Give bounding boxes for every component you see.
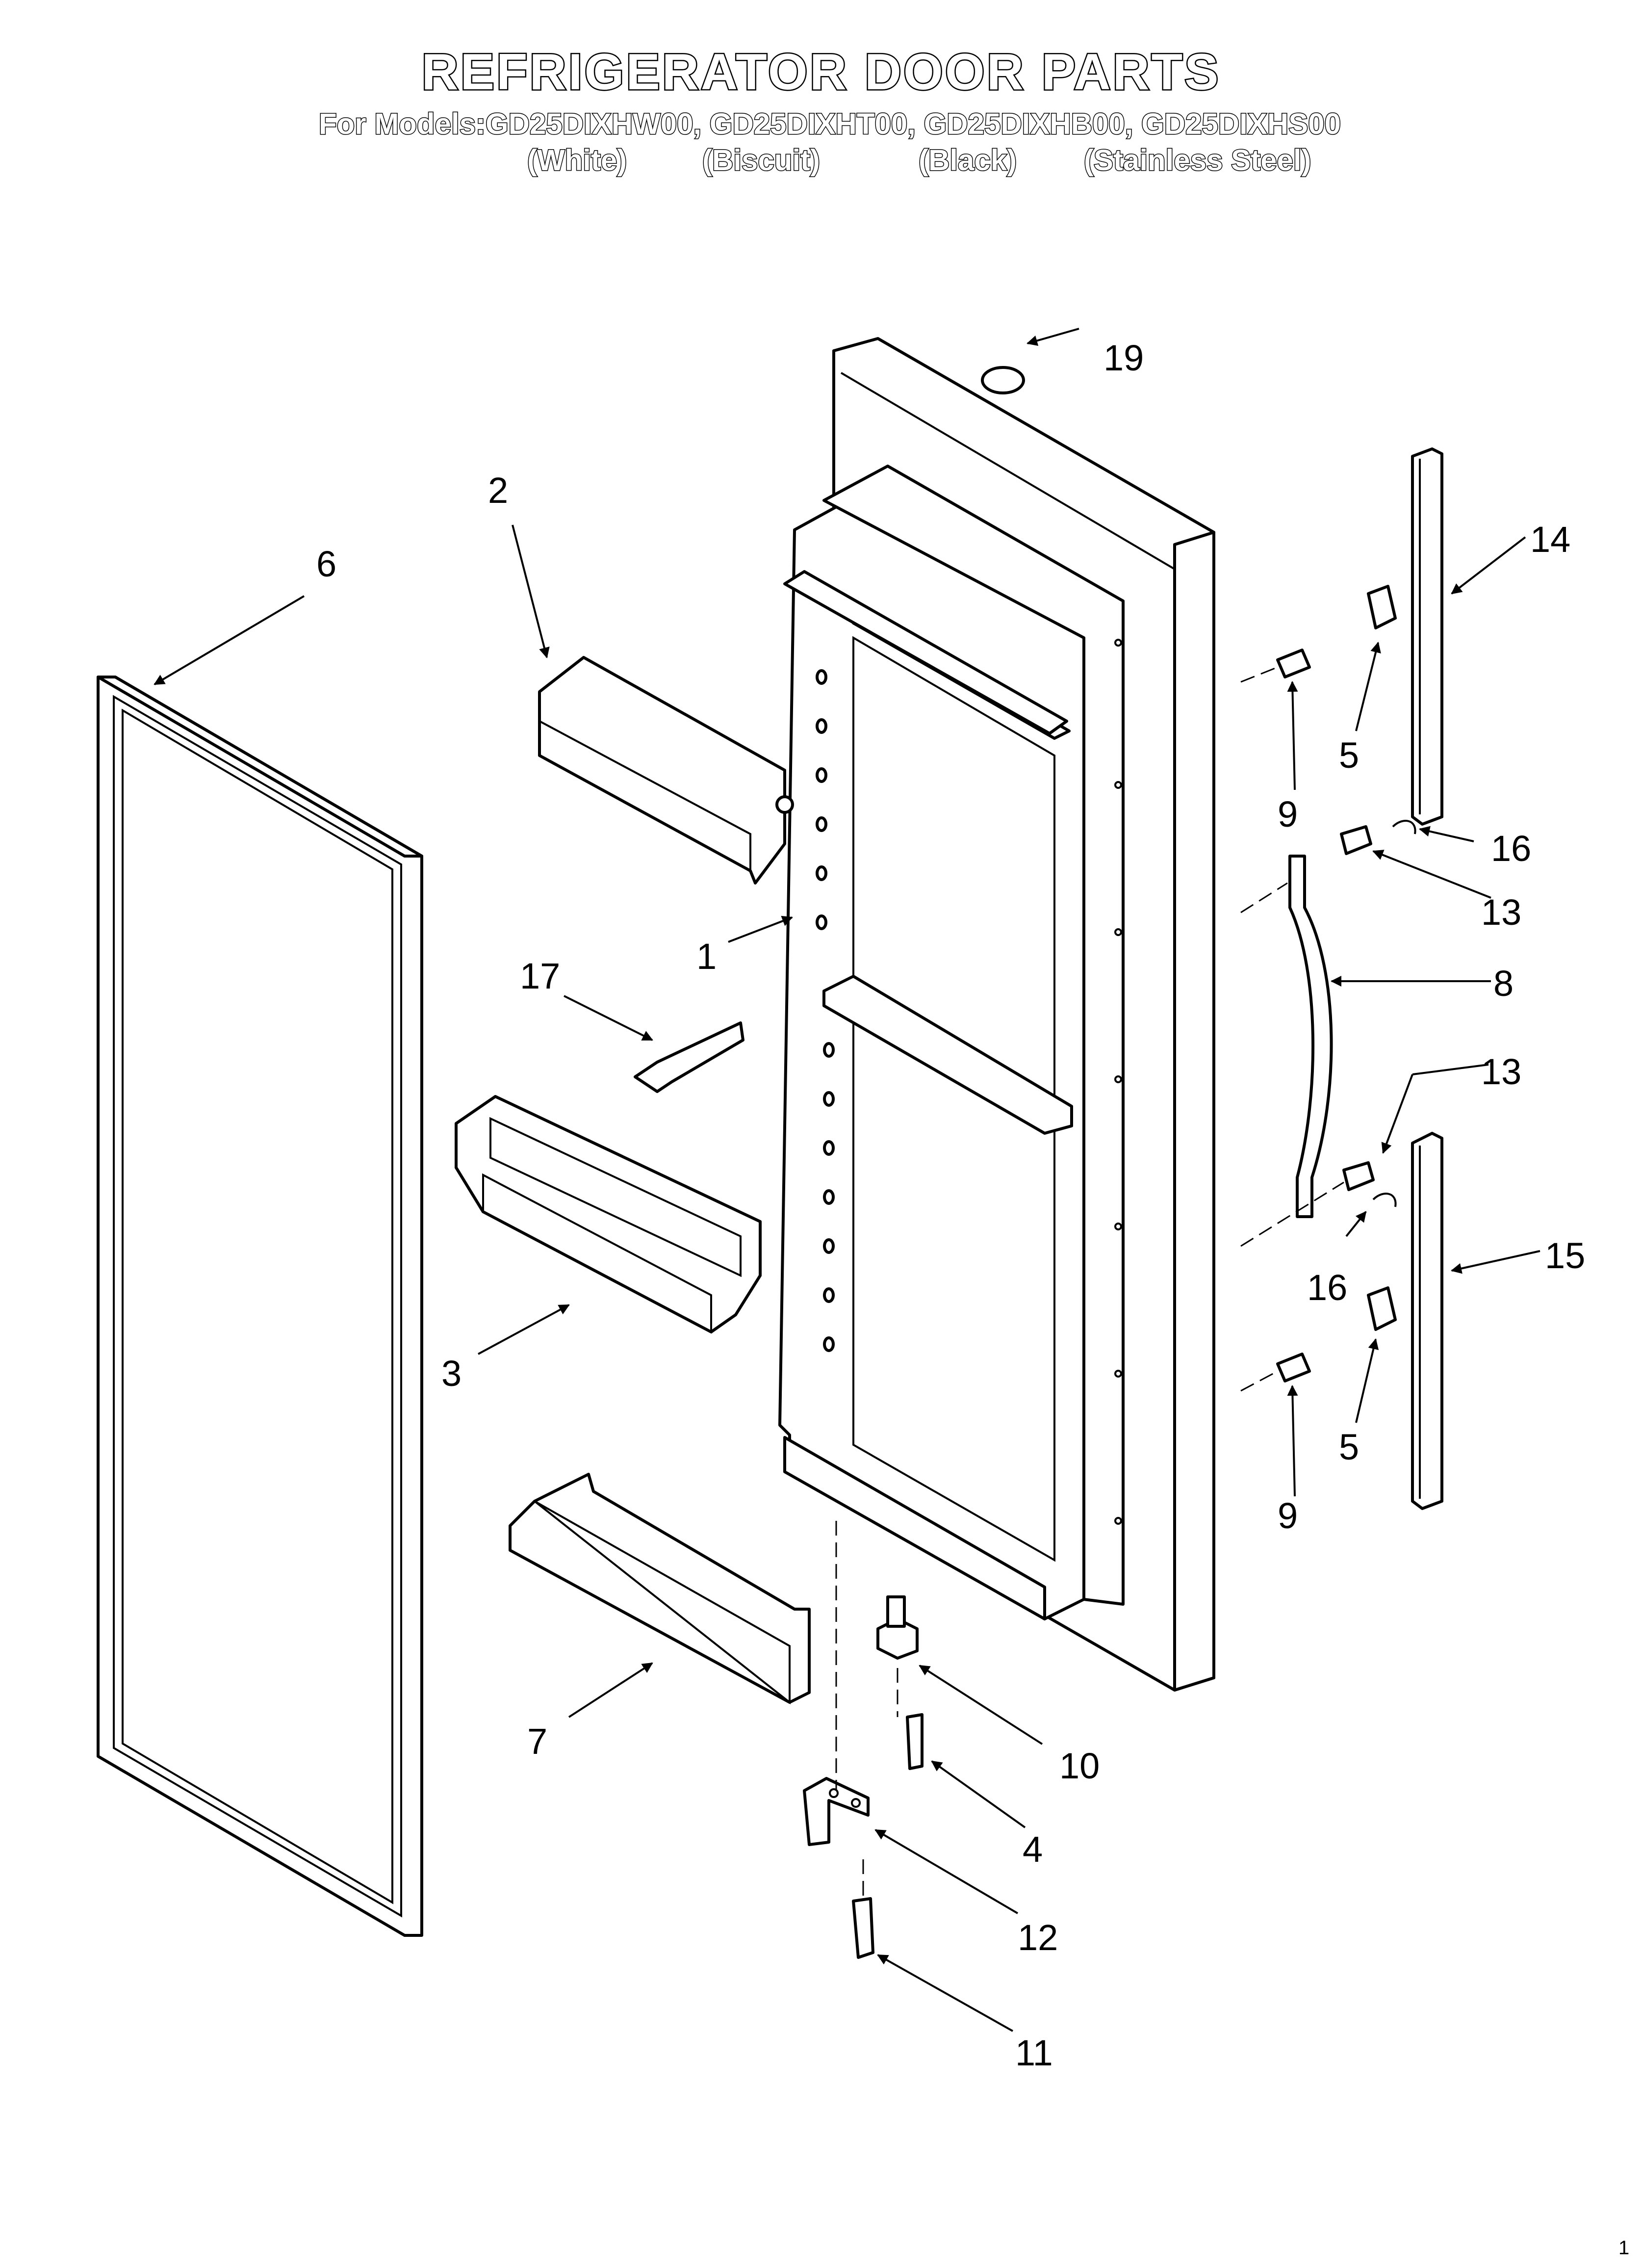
door-bin-part bbox=[455, 1095, 762, 1334]
callout-9-upper: 9 bbox=[1278, 794, 1298, 834]
page-title: REFRIGERATOR DOOR PARTS bbox=[420, 43, 1221, 102]
color-label-white: (White) bbox=[526, 143, 627, 178]
callout-9-lower: 9 bbox=[1278, 1495, 1298, 1536]
callout-7: 7 bbox=[527, 1721, 547, 1762]
trim-clip-lower-part bbox=[1367, 1286, 1397, 1331]
handle-screw-upper-part bbox=[1340, 825, 1372, 855]
door-shell-holes bbox=[1114, 639, 1122, 1525]
door-gasket-part bbox=[97, 676, 423, 1937]
color-label-black: (Black) bbox=[918, 143, 1017, 178]
lower-trim-part bbox=[1411, 1132, 1443, 1510]
door-handle-part bbox=[1288, 855, 1333, 1218]
hinge-screw-part bbox=[906, 1713, 924, 1770]
callout-8: 8 bbox=[1493, 963, 1514, 1004]
callout-14: 14 bbox=[1530, 519, 1570, 560]
callout-13-upper: 13 bbox=[1481, 892, 1521, 933]
hole-plug-part bbox=[981, 366, 1025, 394]
liner-mounting-holes bbox=[816, 669, 835, 1352]
page-footer-mark: 1 bbox=[1618, 2237, 1630, 2259]
models-line: For Models:GD25DIXHW00, GD25DIXHT00, GD2… bbox=[318, 107, 1342, 141]
callout-5-upper: 5 bbox=[1339, 735, 1359, 776]
upper-trim-part bbox=[1411, 447, 1443, 826]
dairy-door-part bbox=[538, 656, 794, 885]
handle-screw-lower-part bbox=[1342, 1161, 1375, 1191]
callout-2: 2 bbox=[488, 470, 508, 511]
hinge-pin-part bbox=[876, 1595, 919, 1660]
screw-lower-part bbox=[1276, 1353, 1311, 1382]
color-label-stainless-steel: (Stainless Steel) bbox=[1083, 143, 1312, 178]
callout-19: 19 bbox=[1103, 338, 1144, 378]
lower-hinge-part bbox=[803, 1777, 870, 1846]
clip-lower-part bbox=[1372, 1193, 1397, 1207]
callout-11: 11 bbox=[1015, 2033, 1053, 2073]
callout-16-upper: 16 bbox=[1491, 828, 1531, 869]
bin-clip-part bbox=[634, 1021, 744, 1093]
callout-4: 4 bbox=[1023, 1829, 1043, 1870]
callout-17: 17 bbox=[520, 956, 560, 996]
alignment-lines bbox=[835, 666, 1344, 1899]
leader-lines bbox=[154, 328, 1540, 2032]
callout-15: 15 bbox=[1545, 1235, 1585, 1276]
callout-3: 3 bbox=[441, 1353, 462, 1394]
callout-16-lower: 16 bbox=[1307, 1267, 1347, 1308]
door-shelf-rail-part bbox=[509, 1473, 811, 1705]
callout-numbers: 19 2 6 14 5 9 16 13 1 17 8 13 16 15 3 5 … bbox=[316, 338, 1585, 2073]
door-liner-part bbox=[778, 337, 1215, 1692]
callout-10: 10 bbox=[1059, 1746, 1100, 1786]
callout-13-lower: 13 bbox=[1481, 1051, 1521, 1092]
callout-12: 12 bbox=[1018, 1917, 1058, 1958]
trim-clip-upper-part bbox=[1367, 585, 1397, 629]
lower-hinge-screw-part bbox=[852, 1897, 874, 1959]
callout-1: 1 bbox=[696, 936, 717, 977]
callout-6: 6 bbox=[316, 544, 336, 584]
clip-upper-part bbox=[1392, 820, 1416, 834]
color-label-biscuit: (Biscuit) bbox=[702, 143, 821, 178]
callout-5-lower: 5 bbox=[1339, 1427, 1359, 1467]
screw-upper-part bbox=[1276, 649, 1311, 678]
